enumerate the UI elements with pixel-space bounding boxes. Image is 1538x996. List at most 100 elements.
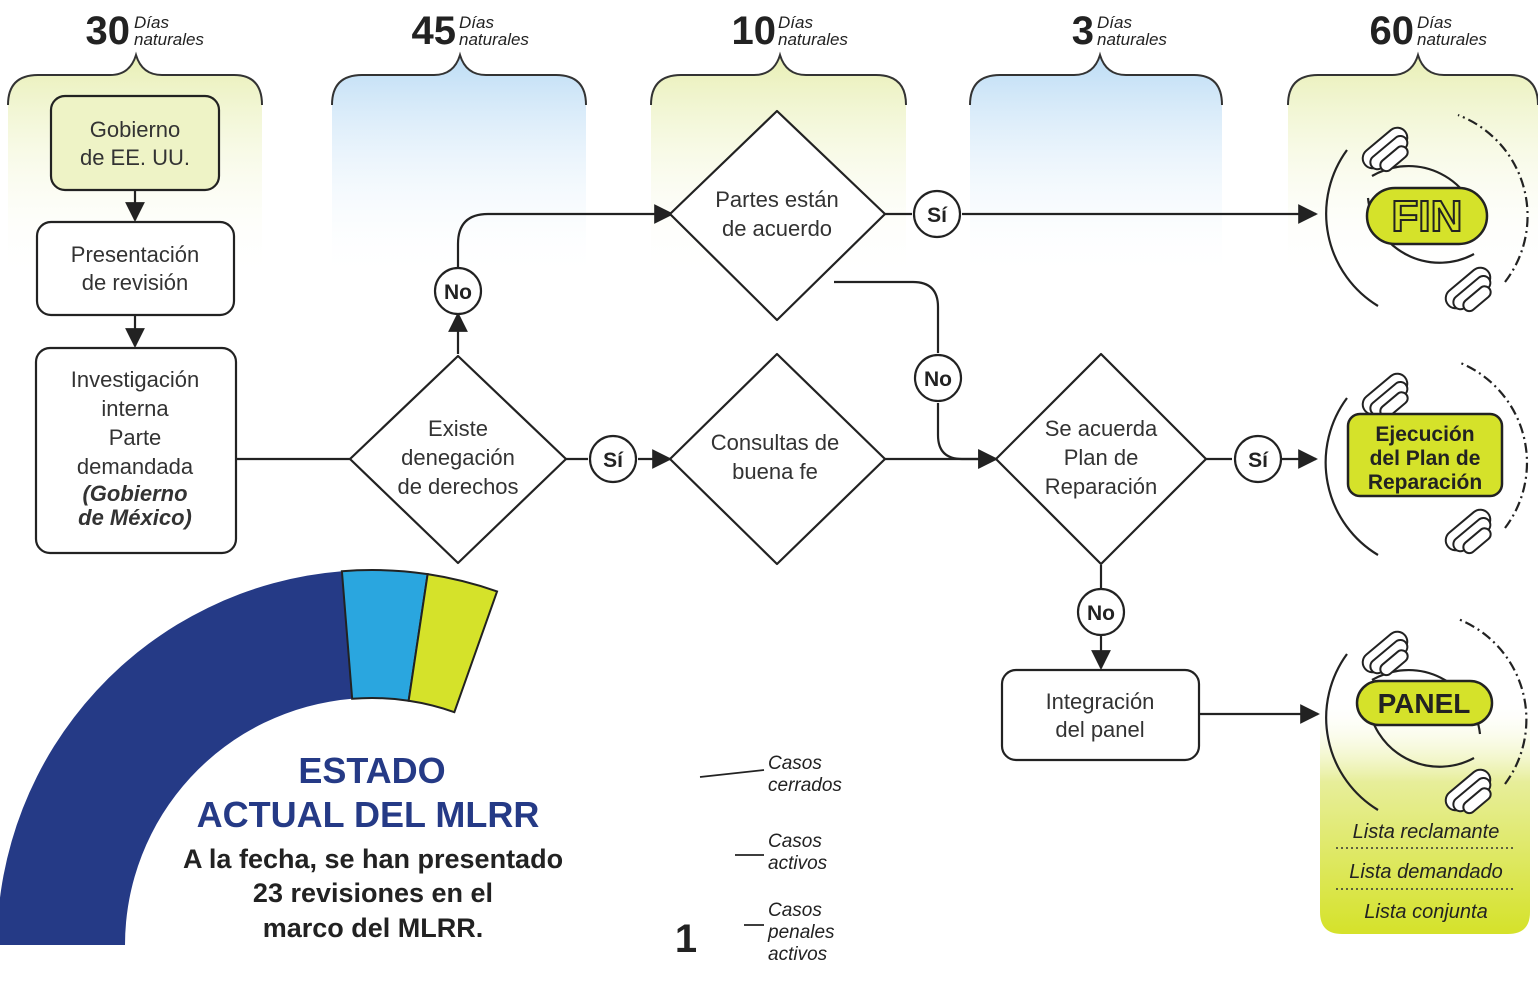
svg-text:de revisión: de revisión: [82, 270, 188, 295]
ejecucion-outcome: Ejecución del Plan de Reparación: [1324, 360, 1529, 556]
svg-text:Consultas de: Consultas de: [711, 430, 839, 455]
status-body-2: 23 revisiones en el: [253, 878, 493, 908]
svg-text:Días: Días: [1097, 13, 1132, 32]
svg-text:demandada: demandada: [77, 454, 194, 479]
svg-text:interna: interna: [101, 396, 169, 421]
svg-text:Investigación: Investigación: [71, 367, 199, 392]
svg-text:(Gobierno: (Gobierno: [82, 481, 187, 506]
svg-text:Días: Días: [134, 13, 169, 32]
timeline-3: 10 Días naturales: [732, 9, 849, 53]
badge-no-acuerdo: No: [913, 353, 963, 403]
svg-text:Parte: Parte: [109, 425, 162, 450]
gobierno-box: Gobierno de EE. UU.: [49, 94, 221, 192]
donut-label-1: Casos: [768, 753, 822, 774]
svg-text:Sí: Sí: [603, 449, 624, 472]
donut-segment-1: [0, 571, 353, 945]
hand-icon: [1361, 372, 1409, 419]
svg-text:de derechos: de derechos: [397, 474, 518, 499]
badge-no-denegacion: No: [433, 266, 483, 316]
hand-icon: [1361, 126, 1409, 173]
badge-si-plan: Sí: [1233, 434, 1283, 484]
donut-value-2: 2: [668, 853, 704, 902]
svg-text:Días: Días: [459, 13, 494, 32]
svg-text:de México): de México): [78, 505, 192, 530]
status-donut: 2021CasoscerradosCasosactivosCasospenale…: [0, 569, 843, 965]
list-demandado: Lista demandado: [1349, 861, 1502, 883]
svg-text:naturales: naturales: [459, 30, 529, 49]
status-title-1: ESTADO: [298, 750, 445, 791]
svg-text:Integración: Integración: [1046, 689, 1155, 714]
badge-no-plan: No: [1076, 587, 1126, 637]
svg-text:Ejecución: Ejecución: [1375, 423, 1474, 446]
list-conjunta: Lista conjunta: [1364, 901, 1487, 923]
investigacion-box: Investigación interna Parte demandada (G…: [34, 346, 238, 555]
svg-text:3: 3: [1072, 9, 1094, 53]
svg-text:buena fe: buena fe: [732, 459, 818, 484]
svg-text:Plan de: Plan de: [1064, 445, 1139, 470]
donut-labels: 2021CasoscerradosCasosactivosCasospenale…: [615, 753, 843, 965]
svg-text:Gobierno: Gobierno: [90, 117, 181, 142]
status-text: ESTADO ACTUAL DEL MLRR A la fecha, se ha…: [183, 750, 563, 943]
svg-text:de EE. UU.: de EE. UU.: [80, 145, 190, 170]
svg-text:Se acuerda: Se acuerda: [1045, 416, 1158, 441]
svg-text:60: 60: [1370, 9, 1415, 53]
svg-text:Presentación: Presentación: [71, 242, 199, 267]
donut-segment-3: [407, 573, 499, 714]
connectors: [125, 190, 1320, 724]
svg-text:No: No: [444, 281, 472, 304]
badge-si-denegacion: Sí: [588, 434, 638, 484]
timeline-2: 45 Días naturales: [412, 9, 530, 53]
decision-badges: No Sí Sí No Sí No: [433, 189, 1283, 637]
svg-text:naturales: naturales: [778, 30, 848, 49]
svg-text:Sí: Sí: [927, 204, 948, 227]
svg-text:naturales: naturales: [134, 30, 204, 49]
denegacion-diamond: Existe denegación de derechos: [348, 354, 568, 565]
svg-text:10: 10: [732, 9, 777, 53]
svg-text:Días: Días: [778, 13, 813, 32]
svg-text:Sí: Sí: [1248, 449, 1269, 472]
hand-icon: [1361, 630, 1409, 677]
consultas-diamond: Consultas de buena fe: [668, 352, 887, 566]
donut-value-1: 20: [615, 766, 677, 828]
status-title-2: ACTUAL DEL MLRR: [197, 794, 540, 835]
status-body-3: marco del MLRR.: [263, 913, 484, 943]
svg-text:denegación: denegación: [401, 445, 515, 470]
svg-text:No: No: [1087, 602, 1115, 625]
donut-label-1: cerrados: [768, 775, 842, 796]
fin-outcome: FIN: [1325, 113, 1529, 313]
timeline-headings: 30 Días naturales 45 Días naturales 10 D…: [86, 9, 1488, 53]
svg-text:PANEL: PANEL: [1378, 688, 1471, 719]
svg-text:30: 30: [86, 9, 131, 53]
fin-label: FIN: [1392, 192, 1463, 241]
donut-label-3: activos: [768, 944, 828, 965]
svg-text:Partes están: Partes están: [715, 187, 839, 212]
band-4: [970, 55, 1222, 280]
timeline-1: 30 Días naturales: [86, 9, 205, 53]
list-reclamante: Lista reclamante: [1353, 821, 1500, 843]
hand-icon: [1444, 768, 1492, 815]
donut-label-2: Casos: [768, 831, 822, 852]
svg-text:del Plan de: del Plan de: [1370, 447, 1481, 470]
integracion-box: Integración del panel: [1000, 668, 1201, 762]
panel-outcome: PANEL: [1325, 617, 1528, 815]
panel-lists: Lista reclamante Lista demandado Lista c…: [1320, 700, 1530, 934]
timeline-5: 60 Días naturales: [1370, 9, 1488, 53]
donut-label-3: penales: [767, 922, 835, 943]
donut-segments: [0, 569, 499, 945]
svg-text:de acuerdo: de acuerdo: [722, 216, 832, 241]
badge-si-acuerdo: Sí: [912, 189, 962, 239]
donut-leader-1: [699, 769, 765, 778]
timeline-4: 3 Días naturales: [1072, 9, 1168, 53]
status-body-1: A la fecha, se han presentado: [183, 844, 563, 874]
donut-label-2: activos: [768, 853, 828, 874]
svg-text:45: 45: [412, 9, 457, 53]
hand-icon: [1444, 508, 1492, 555]
presentacion-box: Presentación de revisión: [35, 220, 236, 317]
svg-text:Días: Días: [1417, 13, 1452, 32]
plan-diamond: Se acuerda Plan de Reparación: [994, 352, 1208, 566]
donut-label-3: Casos: [768, 900, 822, 921]
svg-text:Reparación: Reparación: [1045, 474, 1158, 499]
svg-text:Reparación: Reparación: [1368, 471, 1482, 494]
svg-text:No: No: [924, 368, 952, 391]
